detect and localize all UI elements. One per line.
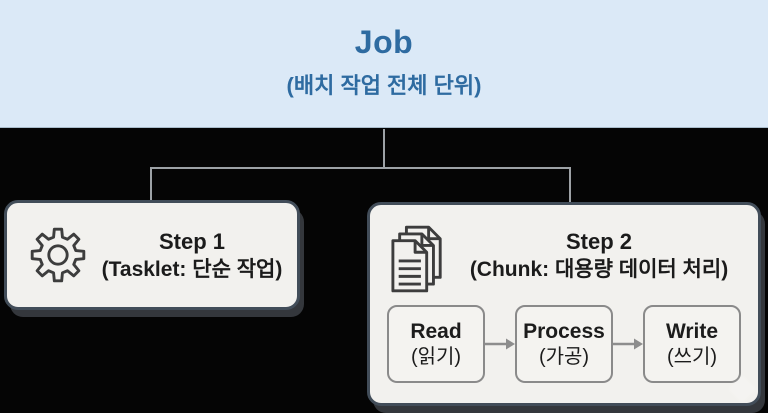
documents-icon	[390, 225, 446, 293]
step2-box: Step 2 (Chunk: 대용량 데이터 처리) Read (읽기) Pro…	[367, 202, 761, 406]
flow-node-write: Write (쓰기)	[643, 305, 741, 383]
flow-node-process-label: Process	[523, 319, 605, 343]
flow-node-read: Read (읽기)	[387, 305, 485, 383]
arrow-right-icon	[613, 336, 643, 352]
connector-stem	[383, 129, 385, 168]
connector-horizontal	[150, 167, 571, 169]
step1-box: Step 1 (Tasklet: 단순 작업)	[4, 200, 300, 310]
job-header: Job (배치 작업 전체 단위)	[0, 0, 768, 128]
job-title: Job	[354, 24, 414, 60]
connector-drop-step1	[150, 169, 152, 203]
step2-subtitle: (Chunk: 대용량 데이터 처리)	[469, 258, 729, 281]
connector-drop-step2	[569, 169, 571, 205]
flow-node-process: Process (가공)	[515, 305, 613, 383]
flow-node-write-label: Write	[665, 319, 719, 343]
step2-title: Step 2	[565, 229, 633, 254]
job-subtitle: (배치 작업 전체 단위)	[286, 73, 482, 98]
step1-text: Step 1 (Tasklet: 단순 작업)	[87, 227, 297, 284]
flow-node-process-sublabel: (가공)	[538, 345, 590, 368]
step1-subtitle: (Tasklet: 단순 작업)	[101, 257, 283, 281]
flow-node-read-sublabel: (읽기)	[410, 345, 462, 368]
step2-text: Step 2 (Chunk: 대용량 데이터 처리)	[446, 227, 758, 284]
flow-node-read-label: Read	[410, 319, 462, 343]
chunk-flow: Read (읽기) Process (가공) Write	[370, 305, 758, 383]
flow-node-write-sublabel: (쓰기)	[666, 345, 718, 368]
gear-icon	[29, 226, 87, 284]
step1-title: Step 1	[158, 228, 226, 254]
step2-header: Step 2 (Chunk: 대용량 데이터 처리)	[370, 205, 758, 293]
arrow-right-icon	[485, 336, 515, 352]
